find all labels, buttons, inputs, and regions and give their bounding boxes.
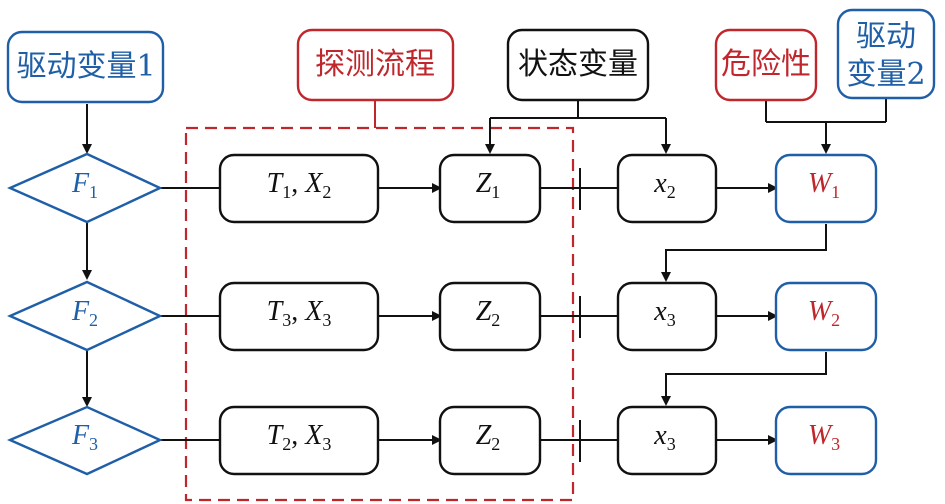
node-W1: W1 [774,153,878,224]
edges [82,98,887,462]
label-Z2-row3: Z2 [476,420,501,454]
label-drive-variable-1: 驱动变量1 [16,49,155,84]
label-T3-X3: T3, X3 [267,296,332,330]
node-x3-row3: x3 [616,405,718,476]
node-danger: 危险性 [714,28,818,102]
node-state-variable: 状态变量 [506,28,650,102]
node-T2-X3: T2, X3 [218,405,380,476]
node-F3: F3 [6,405,163,476]
node-F1: F1 [7,152,163,224]
node-Z2-row2: Z2 [438,281,542,352]
node-drive-variable-1: 驱动变量1 [6,30,165,104]
node-W2: W2 [774,281,878,352]
label-drive-variable-2-line2: 变量2 [846,57,925,92]
label-F1: F1 [71,168,98,202]
label-Z2-row2: Z2 [476,296,501,330]
node-Z2-row3: Z2 [438,405,542,476]
label-x3-row3: x3 [653,420,675,454]
label-danger: 危险性 [721,47,811,82]
label-W3: W3 [808,420,840,454]
label-x2: x2 [653,168,675,202]
label-W1: W1 [808,168,840,202]
label-T1-X2: T1, X2 [267,168,332,202]
probe-region-border [184,126,575,502]
edge-w2-x3 [661,352,827,406]
label-probe-process: 探测流程 [315,47,435,82]
node-Z1: Z1 [438,153,542,224]
node-T3-X3: T3, X3 [218,281,380,352]
label-Z1: Z1 [476,168,501,202]
node-drive-variable-2: 驱动 变量2 [836,8,936,100]
node-W3: W3 [774,405,878,476]
node-x2: x2 [616,153,718,224]
node-F2: F2 [7,280,163,352]
label-drive-variable-2-line1: 驱动 [856,19,916,54]
node-T1-X2: T1, X2 [218,153,380,224]
label-F2: F2 [71,296,98,330]
node-probe-process: 探测流程 [296,28,455,102]
label-F3: F3 [71,420,98,454]
label-T2-X3: T2, X3 [267,420,332,454]
label-state-variable: 状态变量 [518,47,638,82]
node-x3-row2: x3 [616,281,718,352]
edge-w1-x3 [661,224,827,282]
label-x3-row2: x3 [653,296,675,330]
label-W2: W2 [808,296,840,330]
